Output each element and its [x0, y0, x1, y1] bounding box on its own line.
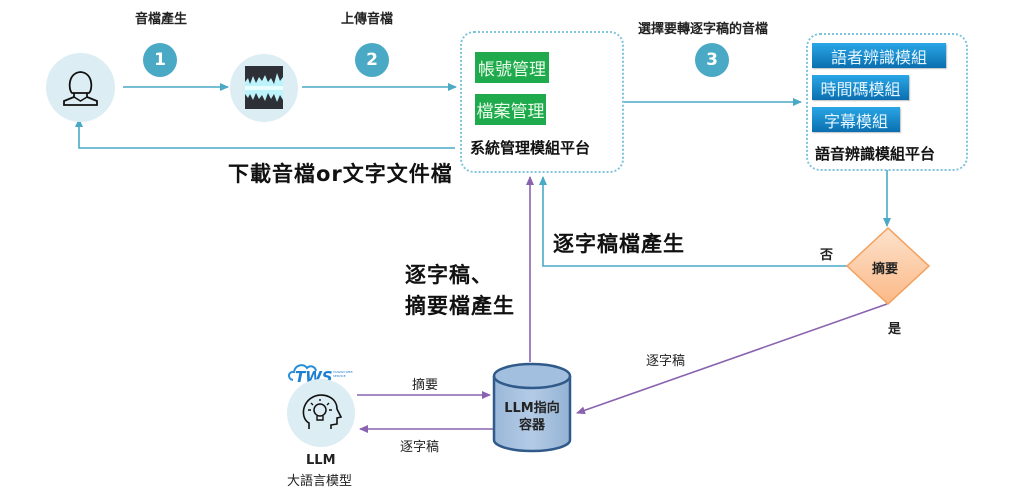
decision-label: 摘要: [872, 262, 899, 277]
llm-to-container-label: 摘要: [412, 378, 439, 393]
yes-to-container-label: 逐字稿: [646, 354, 686, 369]
container-label-line2: 容器: [518, 418, 545, 433]
tws-brand-subtext: TAIWAN WEB SERVICE: [333, 370, 353, 378]
transcript-generated-label: 逐字稿檔產生: [553, 232, 685, 256]
speech-platform-title: 語音辨識模組平台: [815, 145, 936, 163]
transcript-summary-label-line1: 逐字稿、: [405, 263, 493, 287]
account-management-module: 帳號管理: [475, 52, 549, 83]
arrow-system-to-user: [75, 118, 455, 149]
llm-label-line1: LLM: [306, 453, 336, 468]
decision-no-label: 否: [820, 248, 834, 263]
container-label-line1: LLM指向: [504, 401, 560, 416]
llm-label-line2: 大語言模型: [287, 474, 353, 489]
step2-label: 上傳音檔: [341, 12, 394, 27]
step3-badge: 3: [695, 43, 729, 77]
decision-diamond: [845, 226, 931, 306]
step2-badge: 2: [355, 43, 389, 77]
speech-platform-panel: [806, 33, 968, 171]
audio-waveform-icon: [245, 66, 283, 109]
container-to-llm-label: 逐字稿: [400, 440, 440, 455]
user-icon: [63, 71, 98, 106]
transcript-summary-label-line2: 摘要檔產生: [405, 294, 515, 318]
system-platform-panel: [460, 31, 624, 173]
llm-node: [287, 379, 355, 447]
system-platform-title: 系統管理模組平台: [470, 139, 591, 157]
container-cylinder: [492, 362, 572, 453]
step1-label: 音檔產生: [135, 12, 188, 27]
download-label: 下載音檔or文字文件檔: [228, 162, 453, 186]
arrow-decision-yes-to-container: [576, 303, 888, 415]
decision-yes-label: 是: [888, 322, 902, 337]
head-lightbulb-icon: [302, 394, 343, 429]
timecode-module: 時間碼模組: [812, 75, 909, 100]
speaker-recognition-module: 語者辨識模組: [812, 43, 946, 68]
cloud-logo-icon: [288, 364, 317, 381]
step1-badge: 1: [143, 43, 177, 77]
audio-node: [230, 54, 298, 122]
step3-label: 選擇要轉逐字稿的音檔: [638, 22, 769, 37]
user-node: [46, 53, 115, 122]
file-management-module: 檔案管理: [475, 94, 546, 125]
subtitle-module: 字幕模組: [812, 107, 900, 132]
arrow-decision-no-to-system: [539, 176, 847, 267]
